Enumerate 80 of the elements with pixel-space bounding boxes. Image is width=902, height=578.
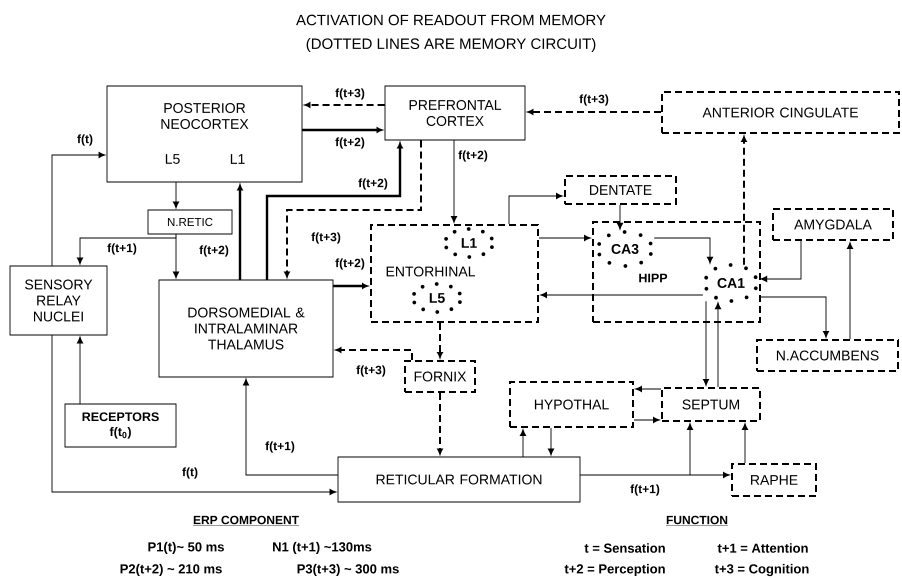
memory-box: AMYGDALA [772,208,894,241]
process-box: SENSORY RELAY NUCLEI [10,266,108,336]
process-box: N.RETIC [148,210,232,234]
arrow [635,386,662,392]
edge-label: f(t+3) [334,87,366,101]
note-text: P3(t+3) ~ 300 ms [298,564,399,576]
node-label: CA1 [718,278,745,288]
process-box: DORSOMEDIAL & INTRALAMINAR THALAMUS [158,280,334,378]
arrow [333,283,368,289]
process-box: PREFRONTAL CORTEX [384,86,526,140]
note-text: t+1 = Attention [718,543,808,553]
section-heading: ERP COMPONENT [192,516,300,526]
edge-label: f(t) [76,133,94,147]
memory-box: L1 ENTORHINAL L5 [370,224,539,323]
arrow [654,238,714,264]
edge-label: f(t+3) [310,231,342,245]
arrow [437,323,443,358]
edge-label: f(t+3) [578,93,610,107]
memory-box: FORNIX [404,360,476,393]
note-text: P2(t+2) ~ 210 ms [120,564,222,576]
memory-box: RAPHE [731,463,817,497]
section-heading: FUNCTION [666,516,728,526]
memory-box: ANTERIOR CINGULATE [661,91,900,134]
arrow [758,296,830,338]
arrow [52,335,336,496]
arrow [741,136,747,265]
arrow [437,393,443,454]
arrow [172,234,180,278]
arrow [237,184,243,280]
arrow [580,423,694,476]
note-text: t+2 = Perception [564,564,665,576]
edge-label: f(t+2) [334,257,366,271]
arrow [76,336,84,404]
memory-box: SEPTUM [661,387,761,422]
arrow [508,192,563,224]
process-box: RETICULAR FORMATION [338,456,580,502]
dot-cluster: CA1 [704,263,758,303]
arrow [616,204,624,230]
node-label: CA3 [612,244,638,254]
arrow [450,140,458,223]
arrow [538,234,591,242]
note-text: P1(t)~ 50 ms [148,542,224,554]
arrow [760,240,802,282]
memory-box: HYPOTHAL [509,381,634,428]
edge-label: f(t+2) [457,149,489,163]
edge-label: f(t+1) [629,483,661,497]
arrow [702,300,710,386]
edge-label: f(t+2) [334,136,366,150]
note-text: N1 (t+1) ~130ms [273,542,372,554]
arrow [634,416,660,424]
arrow [742,423,748,464]
arrow [242,378,338,476]
note-text: t = Sensation [584,543,665,553]
arrow [528,109,661,115]
edge-label: f(t+3) [355,364,387,378]
arrow [714,302,722,388]
arrow [548,428,554,456]
arrow [520,429,526,457]
arrow [284,140,422,278]
arrow [336,347,413,360]
arrow [266,142,403,280]
arrow [540,292,704,298]
subtitle: (DOTTED LINES ARE MEMORY CIRCUIT) [306,38,596,52]
memory-box: DENTATE [564,175,677,205]
process-box: RECEPTORS f(t$_{0}$) [64,404,176,448]
arrow [846,242,854,340]
edge-label: f(t+2) [357,177,389,191]
memory-box: N.ACCUMBENS [756,339,899,372]
edge-label: f(t+1) [264,440,296,454]
edge-label: f(t) [181,466,199,480]
title: ACTIVATION OF READOUT FROM MEMORY [296,14,606,26]
arrow [304,102,385,108]
arrow [302,127,382,133]
arrow [172,182,180,208]
note-text: t+3 = Cognition [714,564,808,576]
edge-label: f(t+1) [106,242,138,256]
edge-label: f(t+2) [198,244,230,258]
arrow [52,152,106,266]
process-box: POSTERIOR NEOCORTEX L5 L1 [106,86,302,182]
dot-cluster: CA3 [597,230,653,268]
